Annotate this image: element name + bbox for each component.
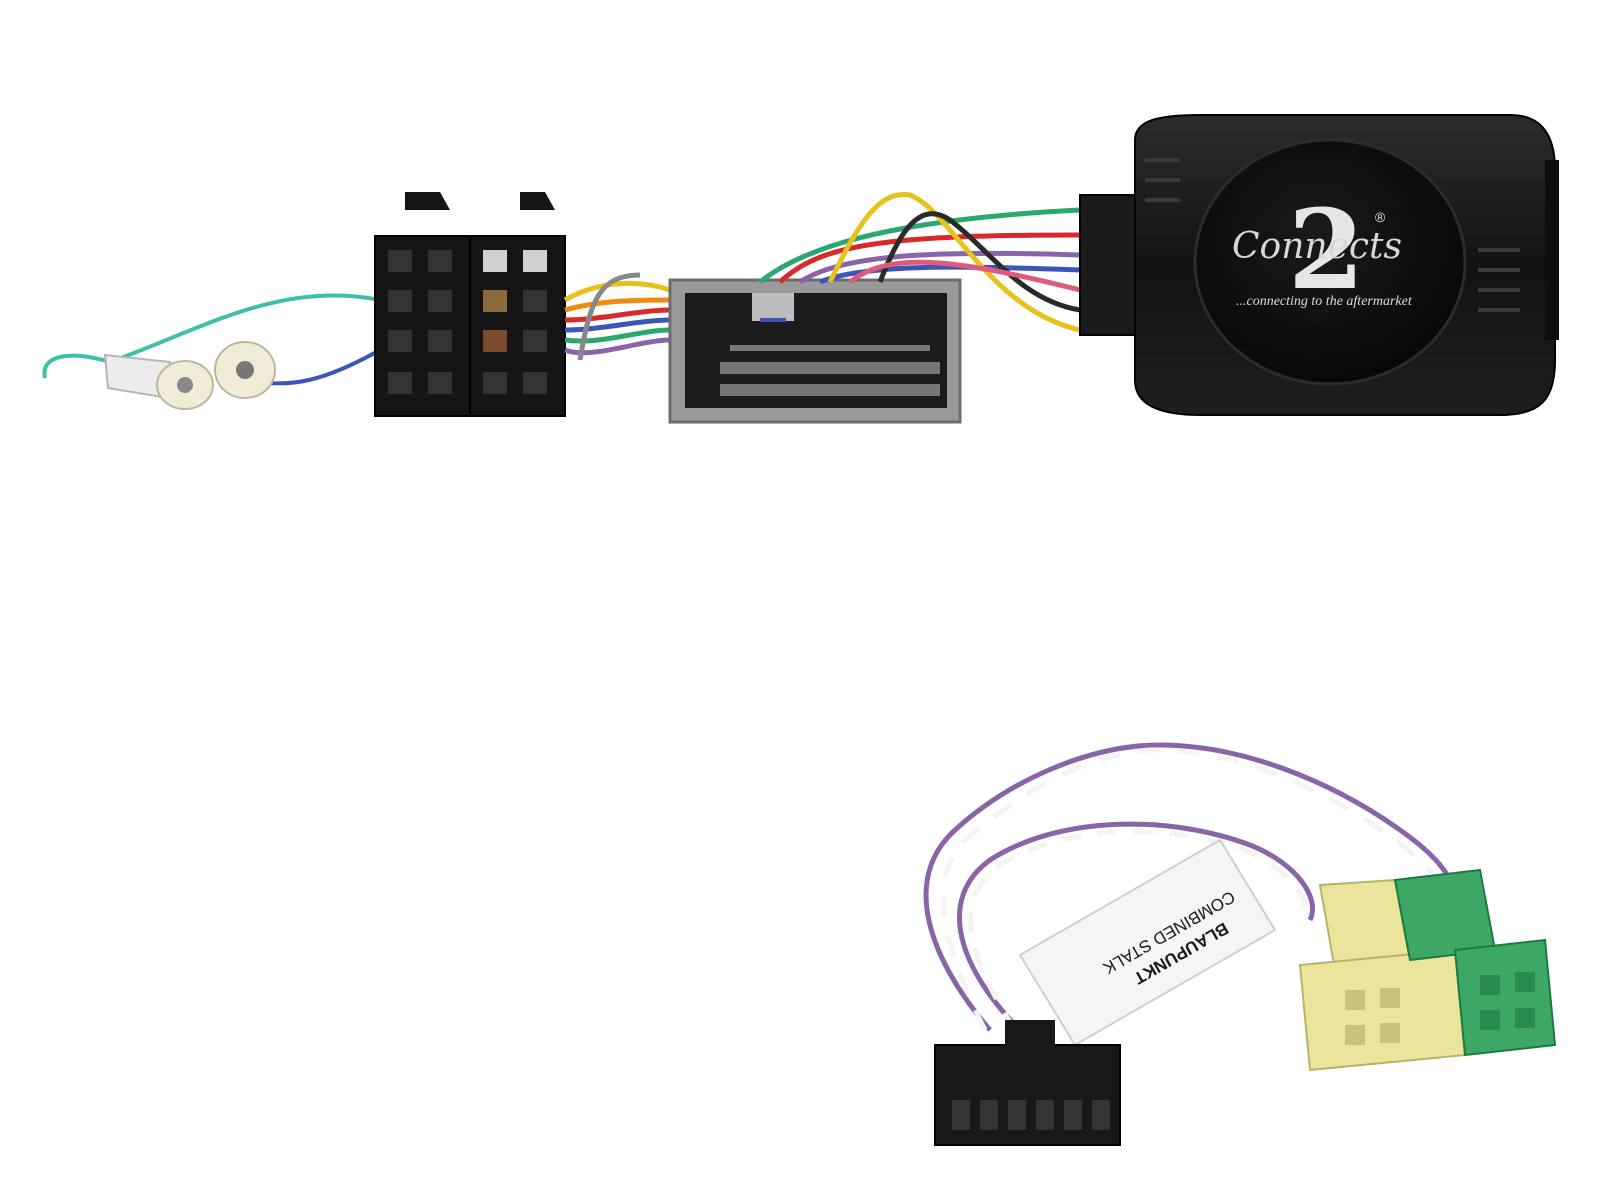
wire-bundle-left: [563, 272, 671, 361]
antenna-wire-teal: [42, 293, 381, 379]
module-logo-disc: [1193, 138, 1467, 386]
mini-iso-yellow: [1298, 878, 1467, 1072]
mini-iso-green-pins: [1480, 972, 1535, 1030]
module-ribs: [1145, 158, 1520, 312]
logo-registered: ®: [1375, 209, 1386, 225]
iso-pins: [388, 250, 547, 394]
antenna-plug-left: [103, 353, 214, 410]
twisted-wires: [923, 742, 1456, 1032]
top-harness: 2 Connects ® ...connecting to the afterm…: [42, 114, 1559, 424]
bottom-patch-lead: BLAUPUNKT COMBINED STALK: [923, 742, 1557, 1146]
vehicle-connector-grey: [668, 278, 962, 424]
head-unit-connector-black: [934, 1020, 1121, 1146]
vehicle-connector-pins: [720, 345, 940, 396]
cable-label: BLAUPUNKT COMBINED STALK: [1018, 838, 1277, 1047]
iso-connector: [374, 192, 566, 417]
wire-bundle-right: [758, 191, 1081, 333]
head-unit-connector-pins: [952, 1100, 1110, 1130]
interface-module: 2 Connects ® ...connecting to the afterm…: [1079, 114, 1559, 416]
logo-digit: 2: [1288, 185, 1365, 314]
mini-iso-green: [1393, 868, 1557, 1057]
logo-script: Connects: [1232, 226, 1402, 267]
mini-iso-yellow-pins: [1345, 988, 1400, 1045]
antenna-plug-right: [214, 341, 276, 399]
logo-tagline: ...connecting to the aftermarket: [1236, 294, 1413, 309]
